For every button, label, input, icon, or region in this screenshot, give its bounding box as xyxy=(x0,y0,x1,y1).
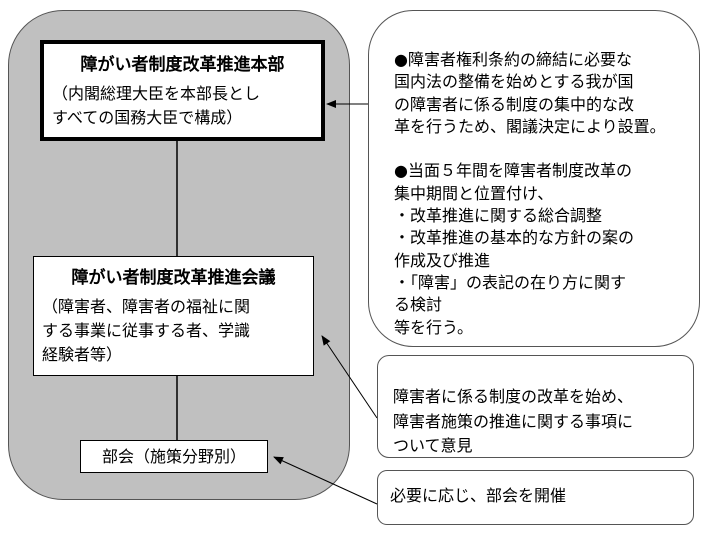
note-line: 障害者施策の推進に関する事項に xyxy=(393,411,634,431)
headquarters-box: 障がい者制度改革推進本部 （内閣総理大臣を本部長とし すべての国務大臣で構成） xyxy=(40,40,325,141)
note-line: ・改革推進に関する総合調整 xyxy=(394,206,603,226)
headquarters-description: （内閣総理大臣を本部長とし すべての国務大臣で構成） xyxy=(52,84,261,127)
council-title: 障がい者制度改革推進会議 xyxy=(71,268,276,288)
note-line: 集中期間と位置付け、 xyxy=(394,183,554,203)
note-line: ついて意見 xyxy=(393,436,473,455)
note-line: ●障害者権利条約の締結に必要な xyxy=(394,50,632,69)
note-line: ・「障害」の表記の在り方に関す xyxy=(394,272,627,292)
note-line: 革を行うため、閣議決定により設置。 xyxy=(394,116,666,136)
council-box: 障がい者制度改革推進会議 （障害者、障害者の福祉に関 する事業に従事する者、学識… xyxy=(33,256,314,376)
headquarters-title: 障がい者制度改革推進本部 xyxy=(80,55,285,75)
headquarters-note: ●障害者権利条約の締結に必要な 国内法の整備を始めとする我が国 の障害者に係る制… xyxy=(368,10,700,347)
note-line: 国内法の整備を始めとする我が国 xyxy=(394,72,634,92)
subcommittee-note: 必要に応じ、部会を開催 xyxy=(377,470,694,525)
council-note: 障害者に係る制度の改革を始め、 障害者施策の推進に関する事項に ついて意見 xyxy=(377,355,694,458)
note-line: ​ xyxy=(394,138,679,160)
council-description: （障害者、障害者の福祉に関 する事業に従事する者、学識 経験者等） xyxy=(42,297,251,364)
arrow-note3-to-subcommittee xyxy=(273,456,378,505)
note-line: の障害者に係る制度の集中的な改 xyxy=(394,94,635,114)
note-line: ●当面５年間を障害者制度改革の xyxy=(394,161,632,181)
note-line: ・改革推進の基本的な方針の案の xyxy=(394,228,635,248)
note-line: 等を行う。 xyxy=(394,317,474,337)
arrow-note2-to-council xyxy=(321,335,378,419)
note-line: る検討 xyxy=(394,295,443,315)
note-line: 必要に応じ、部会を開催 xyxy=(390,486,567,505)
subcommittee-box: 部会（施策分野別） xyxy=(80,440,268,473)
note-line: 障害者に係る制度の改革を始め、 xyxy=(393,387,634,406)
note-line: 作成及び推進 xyxy=(394,250,491,270)
